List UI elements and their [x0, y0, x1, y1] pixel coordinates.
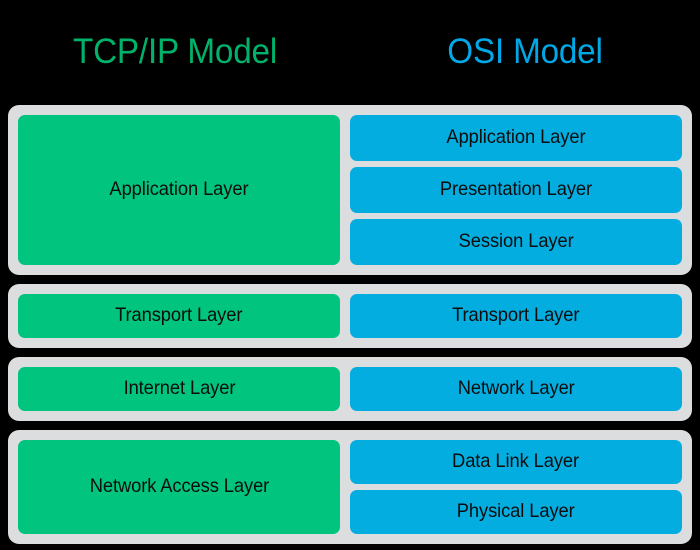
osi-column-network-access: Data Link Layer Physical Layer: [350, 440, 682, 534]
layer-stack: Application Layer Application Layer Pres…: [8, 105, 692, 544]
internet-group-row: Internet Layer Network Layer: [8, 357, 692, 421]
tcpip-column-application: Application Layer: [18, 115, 340, 265]
layer-box-osi-data-link[interactable]: Data Link Layer: [350, 440, 682, 484]
layer-label: Data Link Layer: [452, 450, 580, 473]
layer-label: Internet Layer: [123, 377, 235, 400]
layer-box-tcpip-network-access[interactable]: Network Access Layer: [18, 440, 340, 534]
layer-box-osi-application[interactable]: Application Layer: [350, 115, 682, 161]
layer-box-tcpip-application[interactable]: Application Layer: [18, 115, 340, 265]
tcpip-column-transport: Transport Layer: [18, 294, 340, 338]
tcpip-model-title: TCP/IP Model: [72, 32, 278, 71]
layer-label: Physical Layer: [457, 500, 575, 523]
osi-model-title: OSI Model: [447, 32, 603, 71]
layer-box-osi-transport[interactable]: Transport Layer: [350, 294, 682, 338]
transport-group-row: Transport Layer Transport Layer: [8, 284, 692, 348]
tcpip-column-internet: Internet Layer: [18, 367, 340, 411]
layer-label: Presentation Layer: [439, 178, 593, 201]
diagram-titles: TCP/IP Model OSI Model: [0, 28, 700, 88]
osi-column-network: Network Layer: [350, 367, 682, 411]
layer-box-osi-network[interactable]: Network Layer: [350, 367, 682, 411]
layer-label: Network Access Layer: [89, 475, 269, 498]
layer-box-tcpip-transport[interactable]: Transport Layer: [18, 294, 340, 338]
tcpip-column-network-access: Network Access Layer: [18, 440, 340, 534]
osi-column-transport: Transport Layer: [350, 294, 682, 338]
osi-column-application: Application Layer Presentation Layer Ses…: [350, 115, 682, 265]
layer-box-tcpip-internet[interactable]: Internet Layer: [18, 367, 340, 411]
layer-box-osi-presentation[interactable]: Presentation Layer: [350, 167, 682, 213]
network-access-group-row: Network Access Layer Data Link Layer Phy…: [8, 430, 692, 544]
layer-label: Transport Layer: [115, 304, 243, 327]
layer-label: Transport Layer: [452, 304, 580, 327]
layer-label: Network Layer: [457, 377, 575, 400]
layer-label: Session Layer: [458, 230, 574, 253]
layer-box-osi-session[interactable]: Session Layer: [350, 219, 682, 265]
layer-label: Application Layer: [109, 178, 249, 201]
layer-box-osi-physical[interactable]: Physical Layer: [350, 490, 682, 534]
layer-label: Application Layer: [446, 126, 586, 149]
application-group-row: Application Layer Application Layer Pres…: [8, 105, 692, 275]
